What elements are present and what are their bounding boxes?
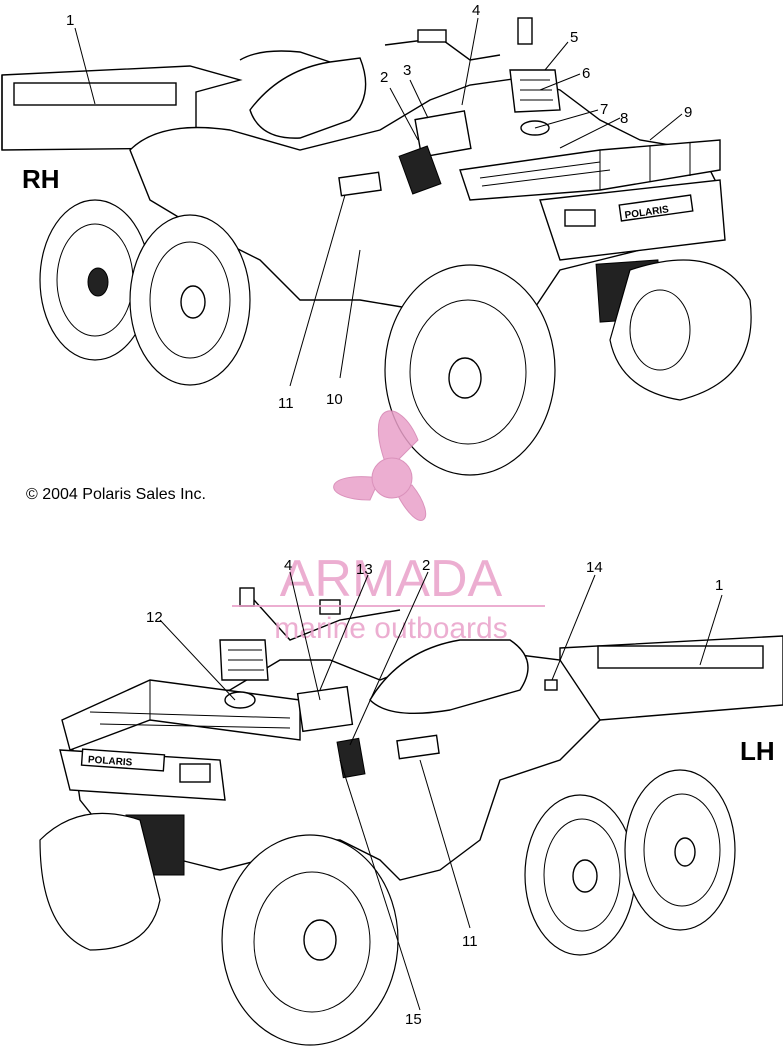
callout-lh-2: 2: [422, 557, 430, 574]
wheel-rh-front-far: [609, 259, 752, 401]
wheel-lh-front-far: [39, 812, 161, 951]
callout-rh-6: 6: [582, 65, 590, 82]
callout-lh-11: 11: [462, 933, 478, 950]
wheel-lh-rear-2: [624, 769, 736, 931]
atv-lh-drawing: POLARIS: [39, 587, 783, 1046]
callout-leaders: [74, 17, 723, 1011]
callout-rh-3: 3: [403, 62, 411, 79]
watermark-title: ARMADA: [280, 550, 503, 608]
svg-text:POLARIS: POLARIS: [88, 755, 133, 769]
callout-lh-4: 4: [284, 557, 292, 574]
wheel-rh-front: [384, 264, 556, 476]
side-label-lh: LH: [740, 736, 775, 766]
brand-plate-lh: POLARIS: [80, 748, 166, 772]
watermark-logo: ARMADA marine outboards: [232, 410, 545, 645]
callout-rh-11: 11: [278, 395, 294, 412]
callout-lh-12: 12: [146, 609, 163, 626]
wheel-rh-rear-1: [39, 199, 151, 361]
callout-lh-1: 1: [715, 577, 723, 594]
callout-rh-10: 10: [326, 391, 343, 408]
callout-rh-2: 2: [380, 69, 388, 86]
brand-plate-rh: POLARIS: [618, 194, 694, 222]
watermark-subtitle: marine outboards: [274, 612, 507, 645]
copyright-note: © 2004 Polaris Sales Inc.: [26, 486, 206, 503]
atv-rh-drawing: POLARIS: [1, 17, 752, 476]
callout-rh-9: 9: [684, 104, 692, 121]
callout-lh-15: 15: [405, 1011, 422, 1028]
wheel-lh-rear-1: [524, 794, 636, 956]
side-label-rh: RH: [22, 164, 60, 194]
callout-rh-5: 5: [570, 29, 578, 46]
callout-rh-4: 4: [472, 2, 480, 19]
propeller-icon: [333, 410, 427, 521]
wheel-rh-rear-2: [129, 214, 251, 386]
callout-rh-8: 8: [620, 110, 628, 127]
callout-lh-13: 13: [356, 561, 373, 578]
callout-rh-7: 7: [600, 101, 608, 118]
callout-lh-14: 14: [586, 559, 603, 576]
callout-rh-1: 1: [66, 12, 74, 29]
wheel-lh-front: [221, 834, 399, 1046]
